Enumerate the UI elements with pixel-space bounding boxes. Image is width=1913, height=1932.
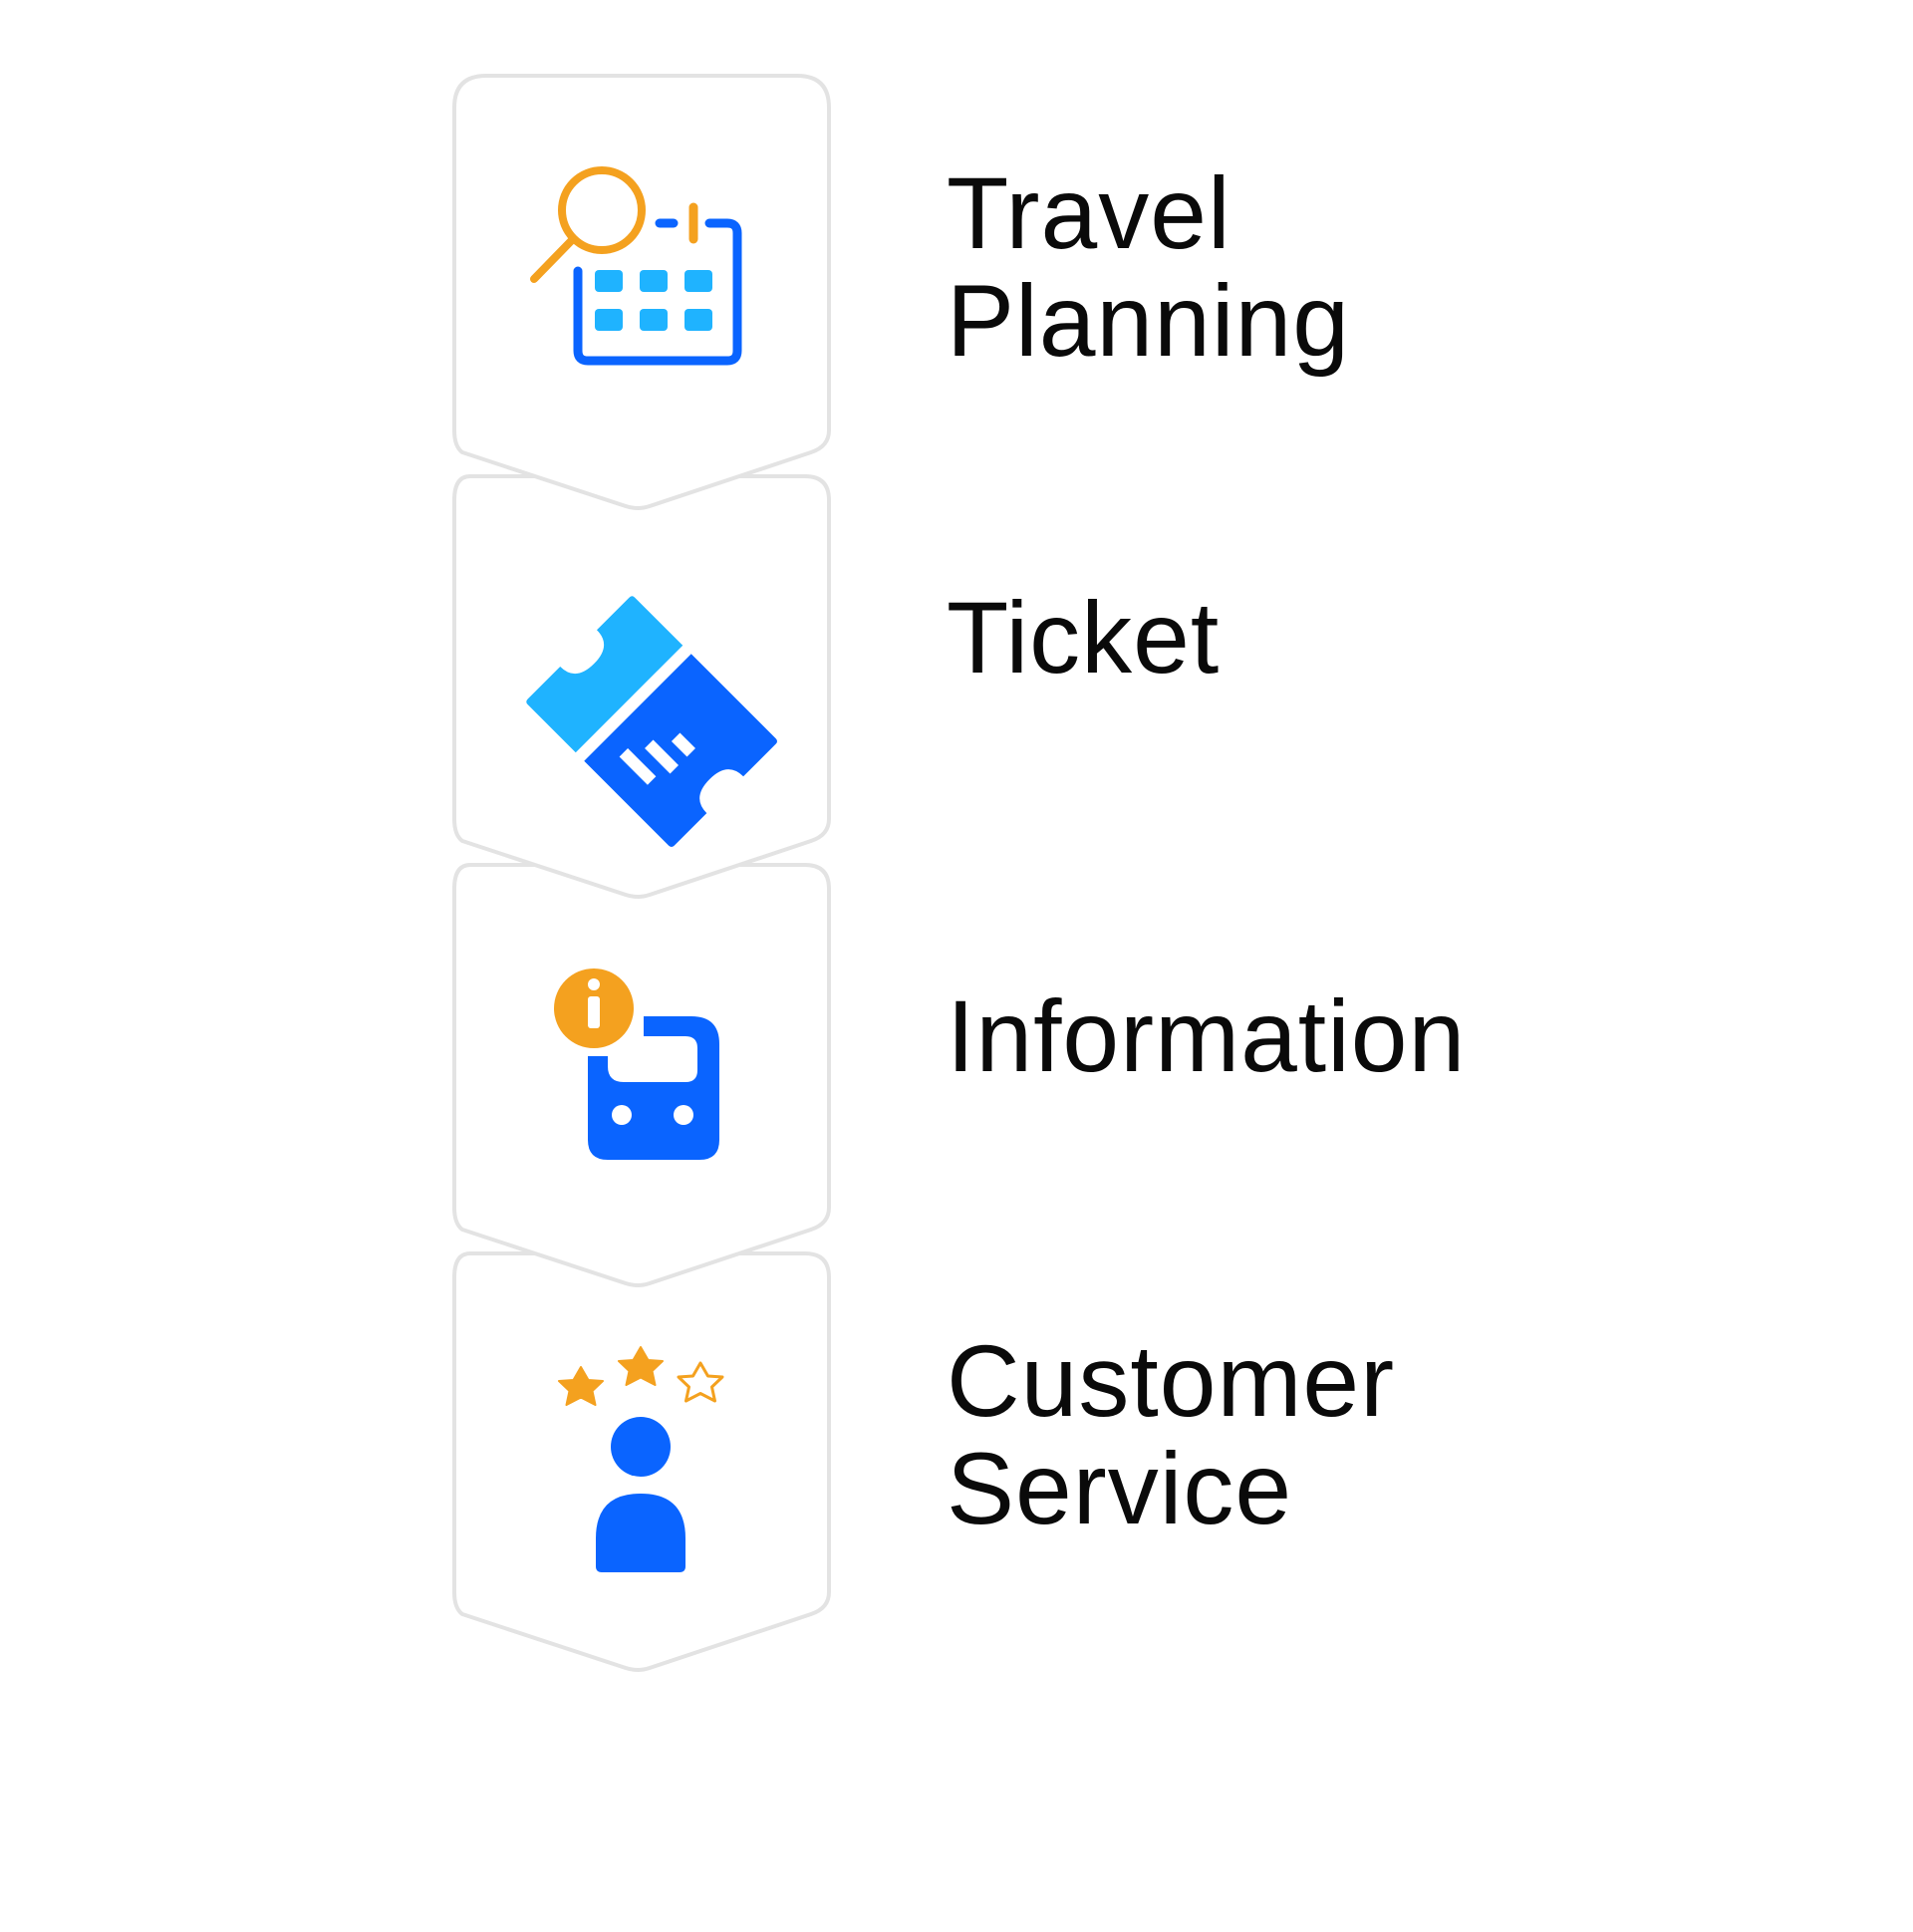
bus-info-icon [554, 968, 719, 1160]
calendar-search-icon [530, 166, 742, 366]
star-2-icon [618, 1346, 664, 1386]
step-1-label-line-2: Planning [947, 264, 1350, 378]
step-4-label: Customer Service [947, 1327, 1395, 1542]
step-4-label-line-2: Service [947, 1432, 1293, 1545]
star-1-icon [558, 1366, 604, 1406]
step-3-label: Information [947, 982, 1466, 1090]
star-3-icon [677, 1361, 724, 1403]
step-2-label: Ticket [947, 584, 1220, 691]
step-2-label-line-1: Ticket [947, 581, 1221, 694]
step-1-chevron [452, 74, 831, 510]
ticket-icon [526, 596, 778, 848]
step-4-label-line-1: Customer [947, 1324, 1396, 1438]
customer-rating-icon [558, 1346, 724, 1572]
step-3-chevron [452, 863, 831, 1287]
step-1-label: Travel Planning [947, 159, 1350, 375]
step-1-label-line-1: Travel [947, 156, 1231, 270]
step-3-label-line-1: Information [947, 979, 1467, 1093]
